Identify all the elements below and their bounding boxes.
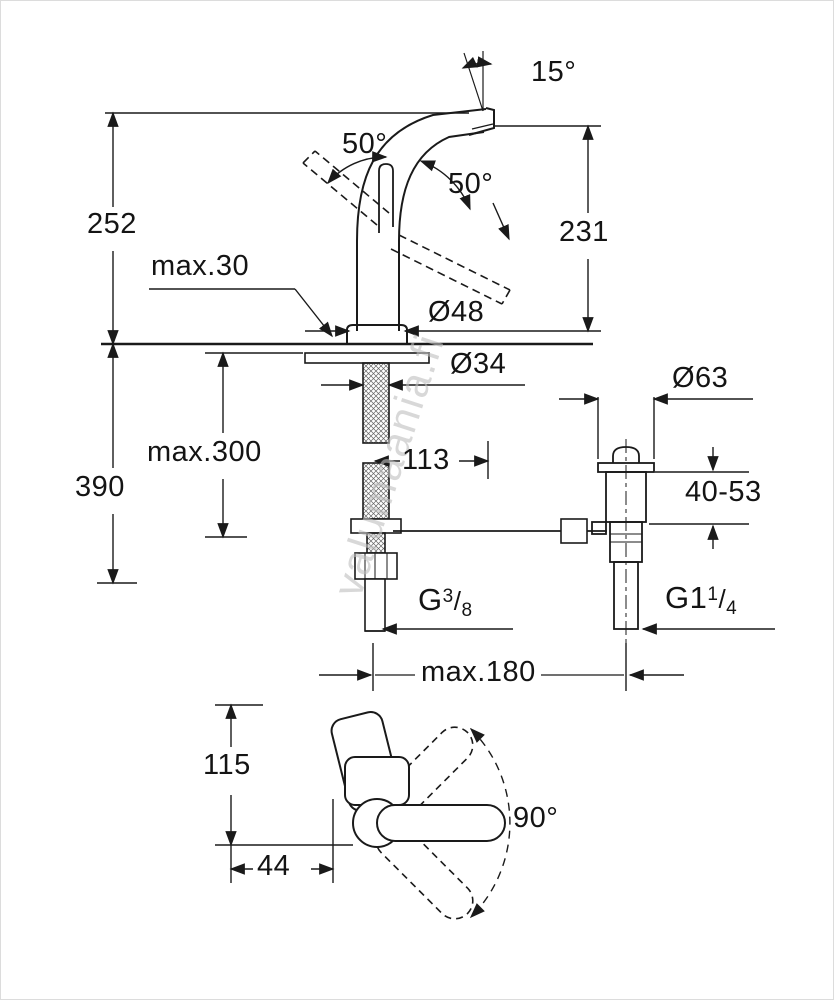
dim-deck-thickness: max.30 xyxy=(151,250,250,282)
drain-assembly xyxy=(591,439,655,643)
dim-height-above-deck: 252 xyxy=(87,208,137,240)
dim-base-diameter: Ø48 xyxy=(428,296,485,328)
dim-drain-thread: G11/4 xyxy=(665,580,738,620)
dim-spout-tilt-angle: 15° xyxy=(531,56,577,88)
dim-spout-height: 231 xyxy=(559,216,609,248)
dim-drain-flange-diameter: Ø63 xyxy=(672,362,729,394)
dim-top-view-depth: 115 xyxy=(203,749,251,781)
dim-lever-angle-right: 50° xyxy=(448,168,494,200)
dim-hose-length: max.300 xyxy=(147,436,262,468)
dim-center-distance: max.180 xyxy=(421,656,536,688)
dim-hole-diameter: Ø34 xyxy=(450,348,507,380)
dim-below-deck-height: 390 xyxy=(75,471,125,503)
dim-lever-offset: 44 xyxy=(257,850,291,882)
thread-numerator: 3 xyxy=(442,586,454,607)
dim-swivel-angle: 90° xyxy=(513,802,559,834)
thread-denominator: 8 xyxy=(461,600,473,621)
thread-denominator: 4 xyxy=(726,598,738,619)
dim-drain-clamp-range: 40-53 xyxy=(685,476,762,508)
dimension-lines xyxy=(97,111,775,883)
dim-spout-reach: 113 xyxy=(402,444,450,476)
thread-base: G xyxy=(418,582,443,617)
pop-up-rod xyxy=(393,518,607,544)
thread-numerator: 1 xyxy=(707,584,719,605)
thread-slash: / xyxy=(718,584,727,614)
dim-faucet-thread: G3/8 xyxy=(418,582,473,622)
thread-slash: / xyxy=(453,586,462,616)
angle-annotations xyxy=(326,51,510,241)
faucet-top-view xyxy=(330,711,511,920)
mounting-hardware xyxy=(304,352,430,632)
thread-base: G1 xyxy=(665,580,708,615)
dim-lever-angle-left: 50° xyxy=(342,128,388,160)
